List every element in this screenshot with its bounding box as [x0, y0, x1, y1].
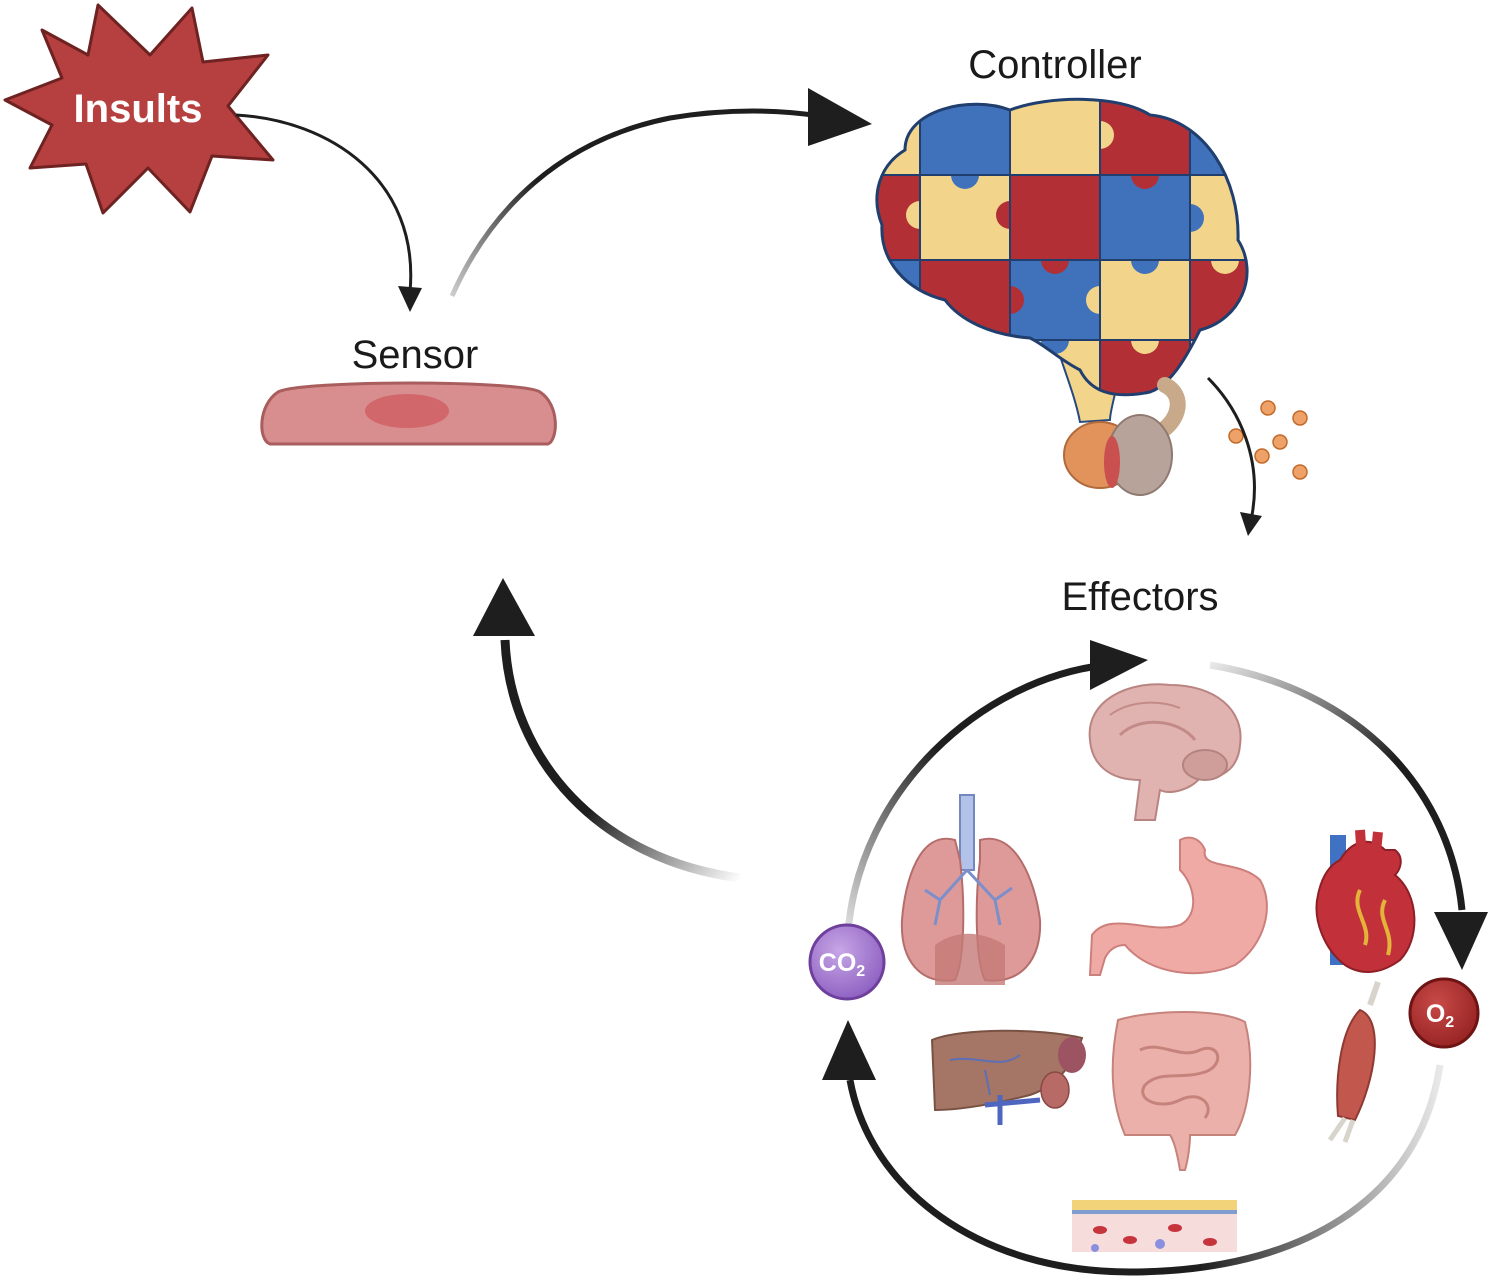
insults-starburst-icon: Insults	[3, 3, 275, 215]
liver-kidney-icon	[930, 1029, 1086, 1125]
co2-label: CO	[819, 949, 857, 977]
blood-vessel-icon	[1072, 1200, 1237, 1252]
o2-bubble-icon: O2	[1408, 977, 1480, 1049]
brain-icon	[1088, 683, 1242, 821]
intestines-icon	[1111, 1011, 1252, 1171]
puzzle-brain-icon	[875, 97, 1249, 424]
o2-label: O	[1426, 1000, 1445, 1028]
effectors-to-sensor-arrow	[473, 578, 741, 883]
sensor-to-controller-arrow	[449, 88, 872, 298]
effectors-label: Effectors	[1061, 575, 1218, 619]
muscle-icon	[1327, 981, 1381, 1143]
hormone-dots-icon	[1228, 400, 1308, 480]
controller-to-effectors-arrow	[1206, 376, 1262, 536]
lungs-icon	[900, 794, 1042, 985]
svg-text:CO2: CO2	[819, 949, 866, 980]
sensor-label: Sensor	[352, 333, 479, 377]
pituitary-gland-icon	[1063, 377, 1186, 496]
heart-icon	[1315, 829, 1416, 973]
effector-cycle-arrows	[822, 640, 1488, 1276]
stomach-icon	[1088, 836, 1268, 976]
svg-text:O2: O2	[1426, 1000, 1454, 1031]
insults-to-sensor-arrow	[235, 113, 422, 312]
co2-bubble-icon: CO2	[808, 923, 886, 1001]
controller-label: Controller	[968, 43, 1141, 87]
sensor-cell-icon	[260, 381, 557, 446]
insults-label: Insults	[74, 87, 203, 131]
